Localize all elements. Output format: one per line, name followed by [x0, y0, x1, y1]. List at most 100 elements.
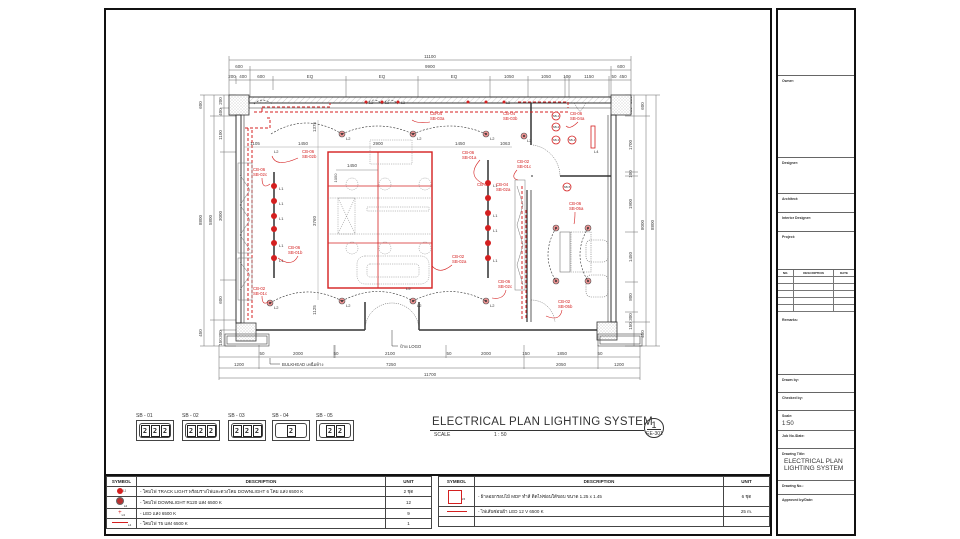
- svg-text:11700: 11700: [424, 372, 437, 377]
- interior-dimension-lines: [244, 120, 512, 300]
- legend-row: L4 - โคมไฟ T5 แสง 6500 K 1: [106, 517, 432, 529]
- svg-text:CB-02: CB-02: [253, 286, 266, 291]
- svg-text:L1: L1: [279, 186, 284, 191]
- checked-by-cell: Checked by:: [778, 393, 854, 411]
- owner-cell: Owner:: [778, 76, 854, 158]
- svg-text:L1: L1: [279, 201, 284, 206]
- svg-text:L2: L2: [346, 136, 351, 141]
- svg-text:1900: 1900: [628, 198, 633, 209]
- svg-text:L4: L4: [594, 149, 599, 154]
- svg-text:L2: L2: [490, 136, 495, 141]
- svg-text:L3: L3: [401, 101, 405, 105]
- svg-text:L3: L3: [369, 101, 373, 105]
- scale-label: SCALE: [434, 432, 451, 438]
- drawing-no-cell: Drawing No.:: [778, 481, 854, 495]
- legend-row: [438, 516, 770, 527]
- scale-value: 1 : 50: [494, 432, 507, 438]
- svg-text:1125: 1125: [312, 305, 317, 315]
- left-dimension-labels: 8800 5800 600 400 200 1100 3000 600 450 …: [198, 97, 223, 346]
- legend-row: L2 - โคมไฟ DOWNLIGHT R120 แสง 6500 K 12: [106, 496, 432, 509]
- interior-designer-cell: Interior Designer:: [778, 213, 854, 232]
- drawing-title-cell: Drawing Title: ELECTRICAL PLAN LIGHTING …: [778, 449, 854, 481]
- t5-light-icon: [111, 522, 128, 524]
- column-top-right: [610, 94, 632, 116]
- svg-text:1100: 1100: [218, 130, 223, 140]
- svg-text:600: 600: [257, 74, 265, 79]
- t5-light: [590, 125, 596, 149]
- svg-text:100: 100: [563, 74, 571, 79]
- fitting-room-furniture: [559, 231, 609, 298]
- svg-text:1700: 1700: [628, 139, 633, 150]
- svg-text:L1: L1: [279, 243, 284, 248]
- legend-row: - ไฟเส้นซ่อนฝ้า LED 12 V 6500 K 25 m.: [438, 506, 770, 517]
- svg-text:SB-02c: SB-02c: [253, 172, 268, 177]
- svg-text:50: 50: [597, 351, 603, 356]
- track-light-icon: [116, 488, 123, 494]
- svg-text:L3: L3: [385, 101, 389, 105]
- svg-text:150: 150: [628, 322, 633, 330]
- svg-text:2000: 2000: [481, 351, 492, 356]
- svg-text:1050: 1050: [333, 173, 338, 183]
- column-bottom-left: [235, 322, 257, 342]
- top-led-marks: [364, 100, 506, 104]
- display-island: 1450 1050: [327, 139, 433, 289]
- svg-text:3760: 3760: [312, 215, 317, 226]
- legend-row: +L3 - LED แสง 6500 K 9: [106, 507, 432, 519]
- remarks-cell: Remarks:: [778, 315, 854, 375]
- svg-text:L1: L1: [493, 228, 498, 233]
- interior-dimension-labels: 1105 1450 2900 1450 1063 3760 1375 1125: [250, 121, 510, 314]
- svg-text:EQ: EQ: [379, 74, 386, 79]
- scale-cell: Scale: 1:50: [778, 411, 854, 431]
- svg-text:1050: 1050: [541, 74, 552, 79]
- architect-cell: Architect:: [778, 194, 854, 213]
- svg-text:2050: 2050: [556, 362, 567, 367]
- svg-text:SB-02a: SB-02a: [452, 259, 467, 264]
- svg-text:2000: 2000: [293, 351, 304, 356]
- svg-text:1200: 1200: [614, 362, 625, 367]
- svg-text:SB-02c: SB-02c: [498, 284, 513, 289]
- bottom-dimensions: [218, 345, 641, 380]
- svg-text:300: 300: [628, 313, 633, 321]
- circuit-arcs: [253, 99, 589, 304]
- svg-text:450: 450: [198, 329, 203, 337]
- svg-text:L2: L2: [274, 149, 279, 154]
- right-dimensions: [625, 94, 660, 347]
- svg-text:SB-5: SB-5: [564, 185, 571, 189]
- svg-text:SB-01a: SB-01a: [462, 155, 477, 160]
- svg-text:9900: 9900: [425, 64, 436, 69]
- svg-text:SB-1: SB-1: [553, 114, 560, 118]
- column-bottom-right: [596, 321, 618, 341]
- svg-text:SB-3: SB-3: [553, 138, 560, 142]
- left-shelving: [237, 162, 253, 301]
- svg-text:SB-04a: SB-04a: [570, 116, 585, 121]
- svg-text:SB-02a: SB-02a: [496, 187, 511, 192]
- svg-text:CB-04: CB-04: [430, 111, 443, 116]
- walls: [235, 96, 617, 331]
- sheet-reference-bubble: 1 EE-301: [644, 418, 664, 438]
- svg-text:CB-06: CB-06: [302, 149, 315, 154]
- svg-text:3000: 3000: [218, 210, 223, 221]
- svg-text:L2: L2: [274, 305, 279, 310]
- svg-text:CB-06: CB-06: [253, 167, 266, 172]
- svg-text:EQ: EQ: [307, 74, 314, 79]
- mdf-panel-icon: [447, 489, 462, 504]
- svg-text:50: 50: [259, 351, 265, 356]
- drawn-by-cell: Drawn by:: [778, 375, 854, 393]
- svg-text:SB-01c: SB-01c: [253, 291, 268, 296]
- svg-text:1450: 1450: [347, 163, 358, 168]
- legend-table-right: SYMBOL DESCRIPTION UNIT L5 - ฝ้าลอยกรอบไ…: [438, 476, 770, 527]
- svg-text:5800: 5800: [208, 214, 213, 225]
- svg-text:SB-03a: SB-03a: [430, 116, 445, 121]
- switch-symbols: [551, 111, 577, 192]
- svg-text:150: 150: [218, 338, 223, 346]
- svg-text:1150: 1150: [584, 74, 594, 79]
- logo-area: [778, 10, 854, 76]
- svg-text:8800: 8800: [650, 219, 655, 230]
- svg-text:600: 600: [198, 101, 203, 109]
- svg-text:1063: 1063: [500, 141, 511, 146]
- top-dimensions: [228, 56, 632, 97]
- circuit-leaders: [261, 119, 579, 319]
